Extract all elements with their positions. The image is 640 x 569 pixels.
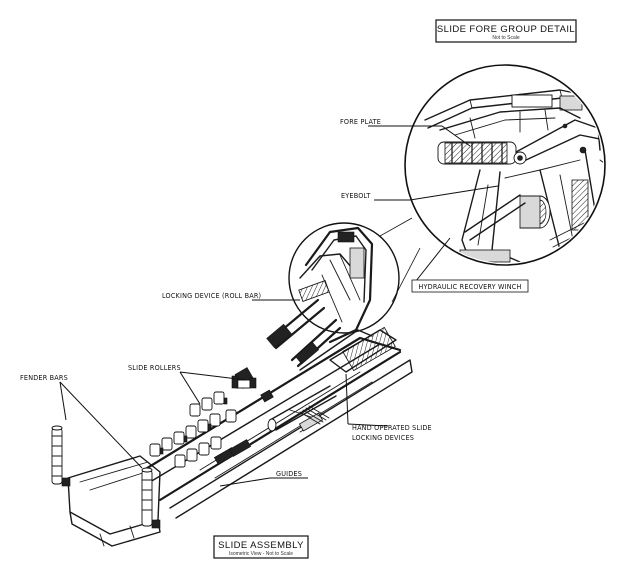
detail-title-sub: Not to Scale [492,35,519,41]
label-slide-rollers: SLIDE ROLLERS [128,363,181,372]
label-locking-device-roll-bar: LOCKING DEVICE (ROLL BAR) [162,291,261,300]
label-hydraulic-recovery-winch-box: HYDRAULIC RECOVERY WINCH [411,279,529,293]
slide-rollers-row [149,375,257,468]
assembly-title-main: SLIDE ASSEMBLY [218,540,304,551]
label-guides: GUIDES [276,469,302,478]
fore-plate-roller [444,142,508,164]
detail-title-box: SLIDE FORE GROUP DETAIL Not to Scale [435,19,577,43]
slide-assembly-structure [51,226,413,547]
detail-circle [404,64,606,266]
label-hydraulic-recovery-winch: HYDRAULIC RECOVERY WINCH [418,282,521,291]
callout-labels: FORE PLATE EYEBOLT HYDRAULIC RECOVERY WI… [20,117,529,478]
label-eyebolt: EYEBOLT [341,191,370,200]
fender-bar-left [51,425,63,485]
hand-operated-slide-locking-devices [299,405,330,425]
label-hand-operated-slide-line2: LOCKING DEVICES [352,433,414,442]
label-fore-plate: FORE PLATE [340,117,381,126]
fender-bar-right [141,467,153,527]
assembly-title-sub: Isometric View - Not to Scale [229,551,293,557]
leader-lines [59,125,499,487]
label-hand-operated-slide-line1: HAND OPERATED SLIDE [352,423,432,432]
label-fender-bars: FENDER BARS [20,373,68,382]
detail-title-main: SLIDE FORE GROUP DETAIL [437,24,575,35]
assembly-title-box: SLIDE ASSEMBLY Isometric View - Not to S… [213,535,309,559]
